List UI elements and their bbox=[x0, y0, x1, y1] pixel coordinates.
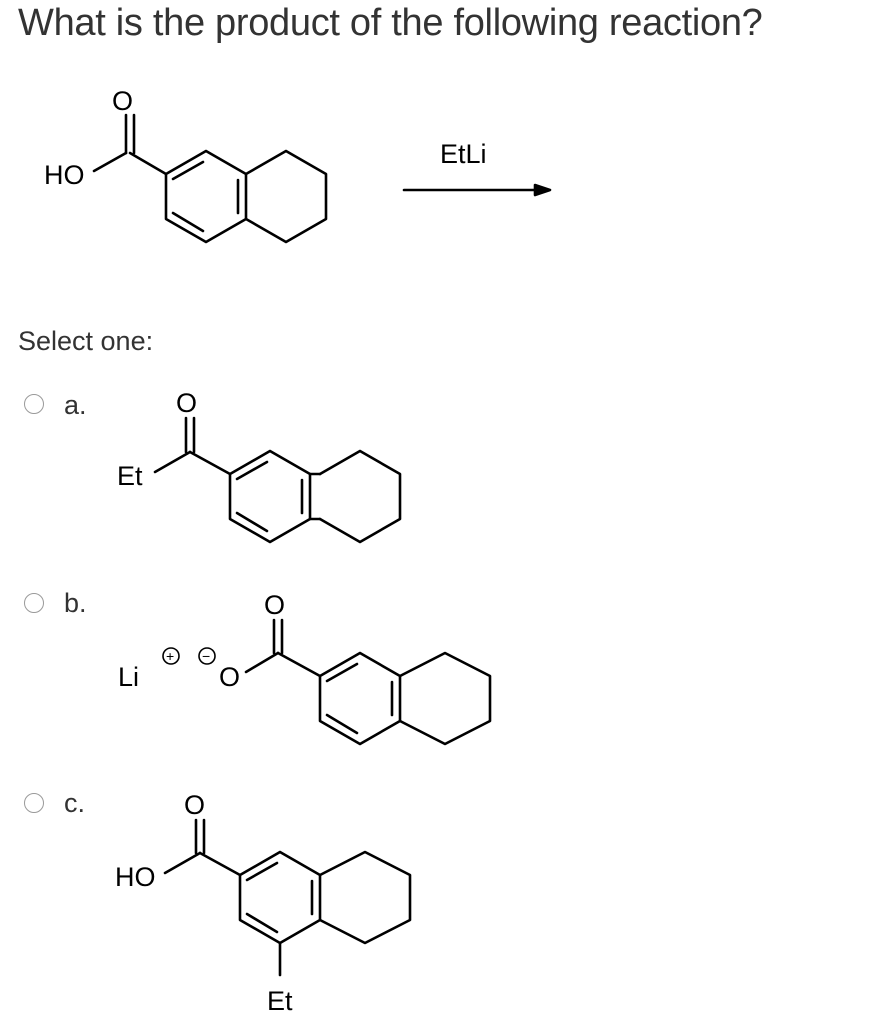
reactant-o-label: O bbox=[112, 86, 133, 116]
option-a-letter[interactable]: a. bbox=[64, 390, 87, 420]
option-a-et-label: Et bbox=[117, 461, 143, 491]
option-b-li-label: Li bbox=[118, 662, 139, 692]
option-a-structure[interactable]: Et O bbox=[0, 380, 895, 580]
question-text: What is the product of the following rea… bbox=[18, 2, 763, 44]
option-c-structure[interactable]: HO O Et bbox=[0, 780, 895, 1020]
select-one-prompt: Select one: bbox=[18, 326, 154, 356]
option-b-radio[interactable] bbox=[24, 593, 44, 613]
reactant-ho-label: HO bbox=[44, 160, 85, 190]
reactant-structure: HO O EtLi bbox=[44, 86, 552, 244]
option-b-minus-label: − bbox=[202, 648, 210, 664]
option-b-plus-label: + bbox=[166, 648, 174, 664]
option-c-ho-label: HO bbox=[115, 862, 156, 892]
option-b-structure[interactable]: Li + − O O bbox=[0, 580, 895, 780]
option-b-o-top-label: O bbox=[264, 590, 285, 620]
option-a-o-label: O bbox=[176, 388, 197, 418]
option-c-letter[interactable]: c. bbox=[64, 788, 86, 818]
option-b-o-neg-label: O bbox=[219, 662, 240, 692]
reagent-label: EtLi bbox=[440, 139, 487, 169]
option-c-o-label: O bbox=[184, 790, 205, 820]
option-a-radio[interactable] bbox=[24, 394, 44, 414]
option-c-et-label: Et bbox=[267, 986, 293, 1016]
option-b-letter[interactable]: b. bbox=[64, 588, 87, 618]
option-c-radio[interactable] bbox=[24, 793, 44, 813]
